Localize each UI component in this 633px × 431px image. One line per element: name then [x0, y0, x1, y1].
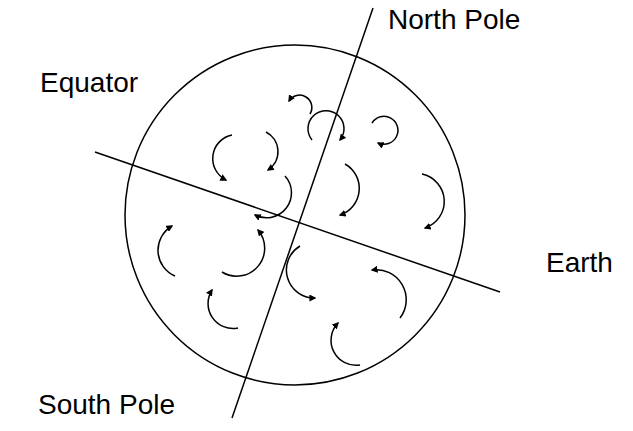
coriolis-arrows: [158, 95, 444, 365]
curved-arrow: [158, 226, 175, 276]
curved-arrow: [331, 323, 360, 365]
curved-arrow: [266, 132, 278, 170]
curved-arrow: [208, 290, 238, 328]
curved-arrow: [286, 246, 315, 298]
curved-arrow: [372, 270, 406, 318]
curved-arrow: [213, 135, 232, 180]
curved-arrow: [340, 164, 359, 215]
axis-line: [232, 8, 373, 418]
pole-label: Earth: [546, 248, 613, 279]
curved-arrow: [308, 111, 344, 140]
curved-arrow: [222, 230, 265, 276]
earth-circle: [125, 45, 465, 385]
equator-line: [95, 152, 500, 292]
pole-label: South Pole: [38, 390, 175, 421]
curved-arrow: [372, 116, 398, 144]
pole-label: Equator: [40, 68, 138, 99]
curved-arrow: [289, 95, 312, 114]
curved-arrow: [422, 174, 444, 228]
curved-arrow: [255, 176, 291, 218]
pole-label: North Pole: [388, 5, 520, 36]
